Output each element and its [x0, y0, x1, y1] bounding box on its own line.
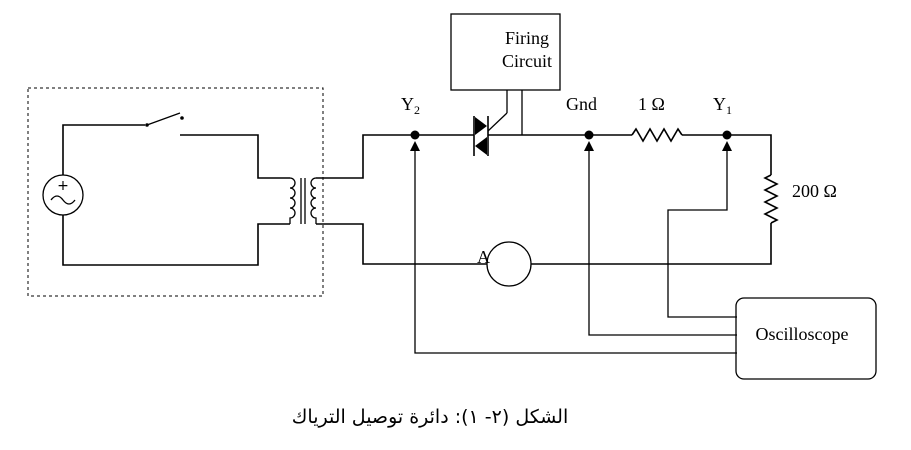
transformer	[289, 177, 317, 224]
wire-to-y1	[682, 134, 772, 175]
oscilloscope-label: Oscilloscope	[756, 324, 849, 344]
supply-enclosure	[27, 87, 324, 297]
ac-source: +	[42, 174, 84, 216]
node-gnd	[584, 130, 594, 140]
r200-label: 200 Ω	[792, 181, 837, 201]
secondary-wire-top	[316, 134, 474, 179]
probe-gnd-arrow	[584, 141, 594, 151]
gnd-label: Gnd	[566, 94, 597, 114]
return-wire	[531, 223, 772, 265]
node-y2	[410, 130, 420, 140]
probe-gnd-lead	[588, 143, 737, 336]
firing-circuit-box	[450, 13, 561, 91]
node-y1	[722, 130, 732, 140]
probe-y1-arrow	[722, 141, 732, 151]
y1-label: Y1	[713, 94, 732, 117]
oscilloscope-box	[735, 297, 877, 380]
secondary-wire-bottom	[316, 223, 487, 265]
y2-label: Y2	[401, 94, 420, 117]
ammeter-symbol	[486, 241, 532, 287]
probe-y1-lead	[667, 143, 737, 318]
firing-circuit-label-line1: Firing	[505, 28, 549, 48]
source-wire-bottom	[62, 215, 290, 266]
firing-circuit-label-line2: Circuit	[502, 51, 552, 71]
switch	[145, 112, 184, 127]
probe-y2-arrow	[410, 141, 420, 151]
ammeter-label: A	[477, 247, 490, 267]
svg-text:+: +	[57, 178, 69, 194]
switch-wire	[180, 134, 290, 179]
r1-label: 1 Ω	[638, 94, 665, 114]
resistor-200-ohm	[763, 174, 779, 224]
triac-symbol	[473, 112, 508, 156]
probe-y2-lead	[414, 143, 737, 354]
source-wire-top	[62, 124, 145, 175]
resistor-1-ohm	[631, 127, 683, 143]
figure-caption: الشكل (٢- ١): دائرة توصيل الترياك	[292, 406, 568, 428]
